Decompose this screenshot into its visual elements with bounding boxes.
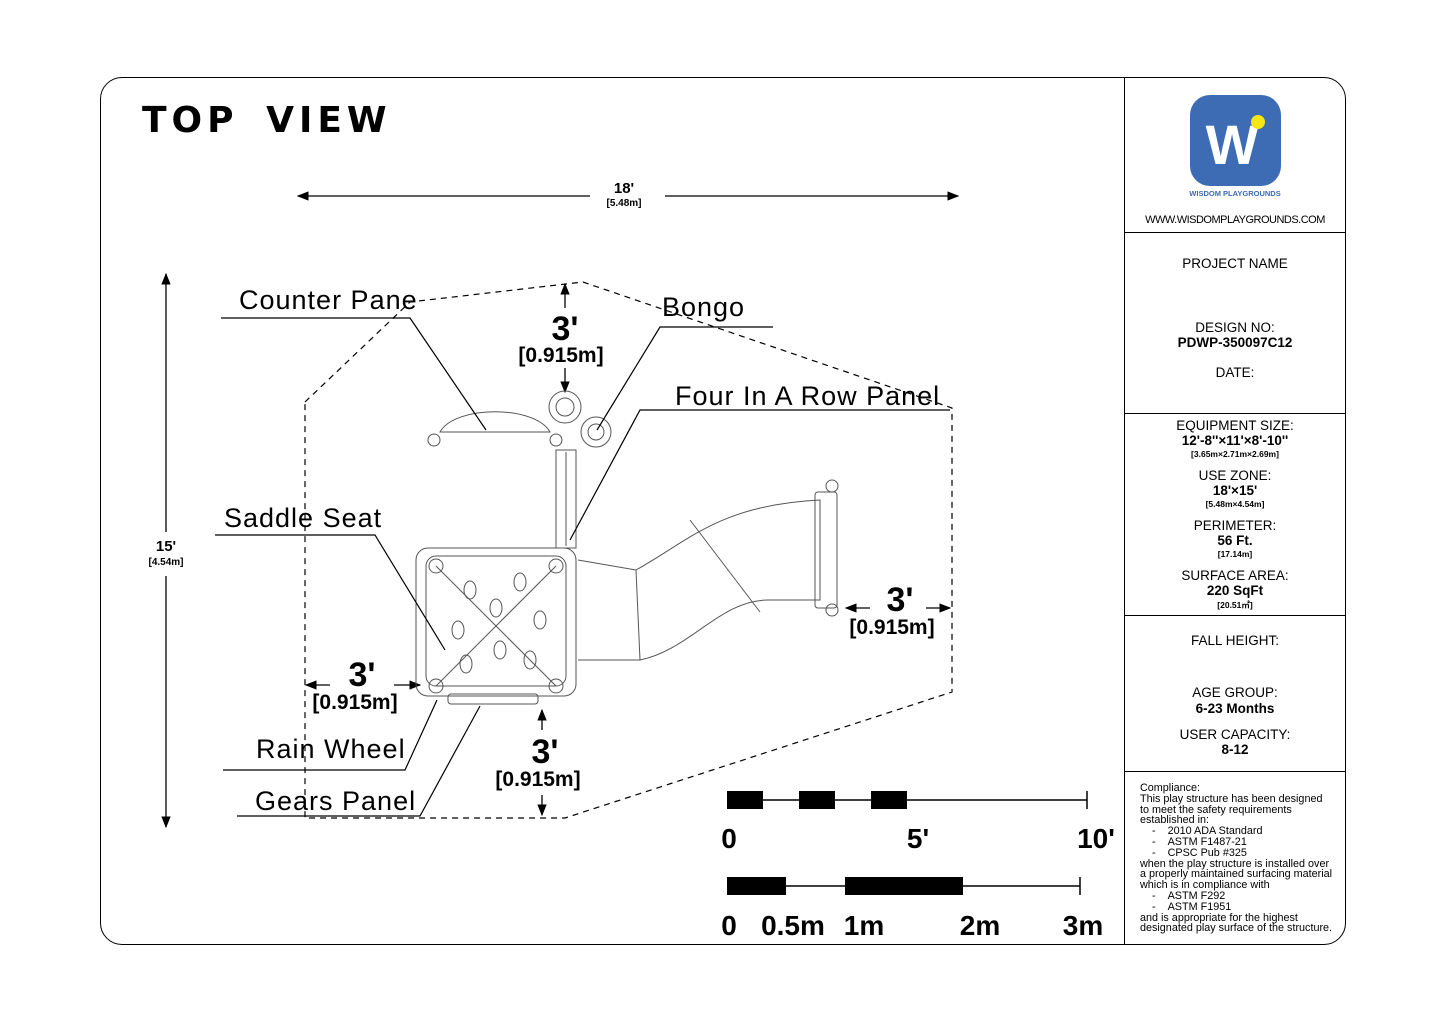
scale-label: 2m [960, 910, 1000, 941]
clearance-bottom: 3' [0.915m] [495, 708, 581, 817]
use-zone-value: 18'×15' [1212, 483, 1258, 498]
svg-text:[0.915m]: [0.915m] [495, 768, 580, 791]
callout-label: Saddle Seat [224, 503, 382, 533]
depth-dimension: 15' [4.54m] [148, 272, 184, 829]
callout-label: Gears Panel [255, 786, 416, 816]
depth-ft-label: 15' [156, 538, 176, 555]
counter-pane [427, 411, 563, 447]
perimeter-metric: [17.14m] [1217, 549, 1253, 559]
equipment-size-label: EQUIPMENT SIZE: [1176, 418, 1294, 433]
width-dimension: 18' [5.48m] [296, 180, 960, 209]
perimeter-label: PERIMETER: [1193, 518, 1277, 533]
divider-line [1124, 413, 1346, 414]
top-view-drawing: 18' [5.48m] 15' [4.54m] 3' [0.915m] 3' [… [148, 180, 1115, 941]
scale-label: 3m [1063, 910, 1103, 941]
callout-label: Four In A Row Panel [675, 381, 940, 411]
brand-url: WWW.WISDOMPLAYGROUNDS.COM [1145, 214, 1325, 226]
width-ft-label: 18' [614, 180, 634, 197]
svg-text:[0.915m]: [0.915m] [518, 344, 603, 367]
callout-label: Rain Wheel [256, 734, 406, 764]
depth-m-label: [4.54m] [148, 557, 183, 568]
use-zone-metric: [5.48m×4.54m] [1205, 499, 1265, 509]
surface-area-metric: [20.51㎡] [1217, 600, 1253, 610]
age-group-value: 6-23 Months [1195, 701, 1275, 716]
sidebar-divider [1124, 77, 1125, 945]
scale-label: 0 [721, 823, 737, 854]
four-in-a-row-panel [555, 449, 577, 549]
callout-label: Bongo [662, 292, 745, 322]
perimeter-value: 56 Ft. [1217, 533, 1253, 548]
deck [415, 547, 577, 705]
equipment-size-value: 12'-8''×11'×8'-10'' [1181, 433, 1289, 448]
date-label: DATE: [1215, 365, 1255, 380]
surface-area-value: 220 SqFt [1206, 583, 1264, 598]
divider-line [1124, 615, 1346, 616]
callout-rain-wheel: Rain Wheel [223, 699, 438, 771]
brand-name: WISDOM PLAYGROUNDS [1189, 189, 1280, 198]
brand-block: W WISDOM PLAYGROUNDS WWW.WISDOMPLAYGROUN… [1145, 95, 1326, 226]
project-name-label: PROJECT NAME [1182, 256, 1288, 271]
callout-four-in-a-row: Four In A Row Panel [569, 381, 950, 541]
equipment-size-metric: [3.65m×2.71m×2.69m] [1191, 449, 1279, 459]
design-no-label: DESIGN NO: [1195, 320, 1275, 335]
scale-label: 10' [1077, 823, 1115, 854]
callout-bongo: Bongo [596, 292, 773, 431]
fall-height-label: FALL HEIGHT: [1190, 633, 1280, 648]
user-capacity-value: 8-12 [1221, 742, 1249, 757]
divider-line [1124, 771, 1346, 772]
drawing-frame [100, 77, 1346, 945]
page-title: TOP VIEW [142, 100, 392, 141]
surface-area-label: SURFACE AREA: [1181, 568, 1289, 583]
width-m-label: [5.48m] [606, 198, 641, 209]
use-zone-outline [304, 281, 953, 819]
svg-text:3': 3' [552, 310, 579, 348]
svg-text:3': 3' [532, 733, 559, 771]
user-capacity-label: USER CAPACITY: [1179, 727, 1291, 742]
scale-bar-metres: 0 0.5m 1m 2m 3m [721, 877, 1103, 941]
clearance-top: 3' [0.915m] [518, 282, 604, 394]
callout-gears-panel: Gears Panel [237, 705, 481, 817]
svg-text:3': 3' [349, 656, 376, 694]
callout-counter-pane: Counter Pane [221, 285, 487, 431]
bongo [548, 390, 612, 448]
svg-text:[0.915m]: [0.915m] [312, 691, 397, 714]
clearance-right: 3' [0.915m] [844, 581, 952, 639]
compliance-text: Compliance: This play structure has been… [1140, 782, 1333, 935]
svg-text:3': 3' [887, 581, 914, 619]
callout-saddle-seat: Saddle Seat [215, 503, 446, 651]
use-zone-label: USE ZONE: [1198, 468, 1272, 483]
scale-label: 0.5m [761, 910, 825, 941]
logo-letter: W [1206, 113, 1259, 176]
age-group-label: AGE GROUP: [1192, 685, 1278, 700]
clearance-left: 3' [0.915m] [304, 656, 422, 714]
design-no-value: PDWP-350097C12 [1177, 335, 1293, 350]
logo-dot [1251, 115, 1265, 129]
scale-label: 0 [721, 910, 737, 941]
callout-label: Counter Pane [239, 285, 418, 315]
scale-label: 1m [844, 910, 884, 941]
scale-bar-feet: 0 5' 10' [721, 791, 1115, 854]
svg-text:[0.915m]: [0.915m] [849, 616, 934, 639]
scale-label: 5' [907, 823, 929, 854]
divider-line [1124, 232, 1346, 233]
slide [577, 479, 839, 661]
